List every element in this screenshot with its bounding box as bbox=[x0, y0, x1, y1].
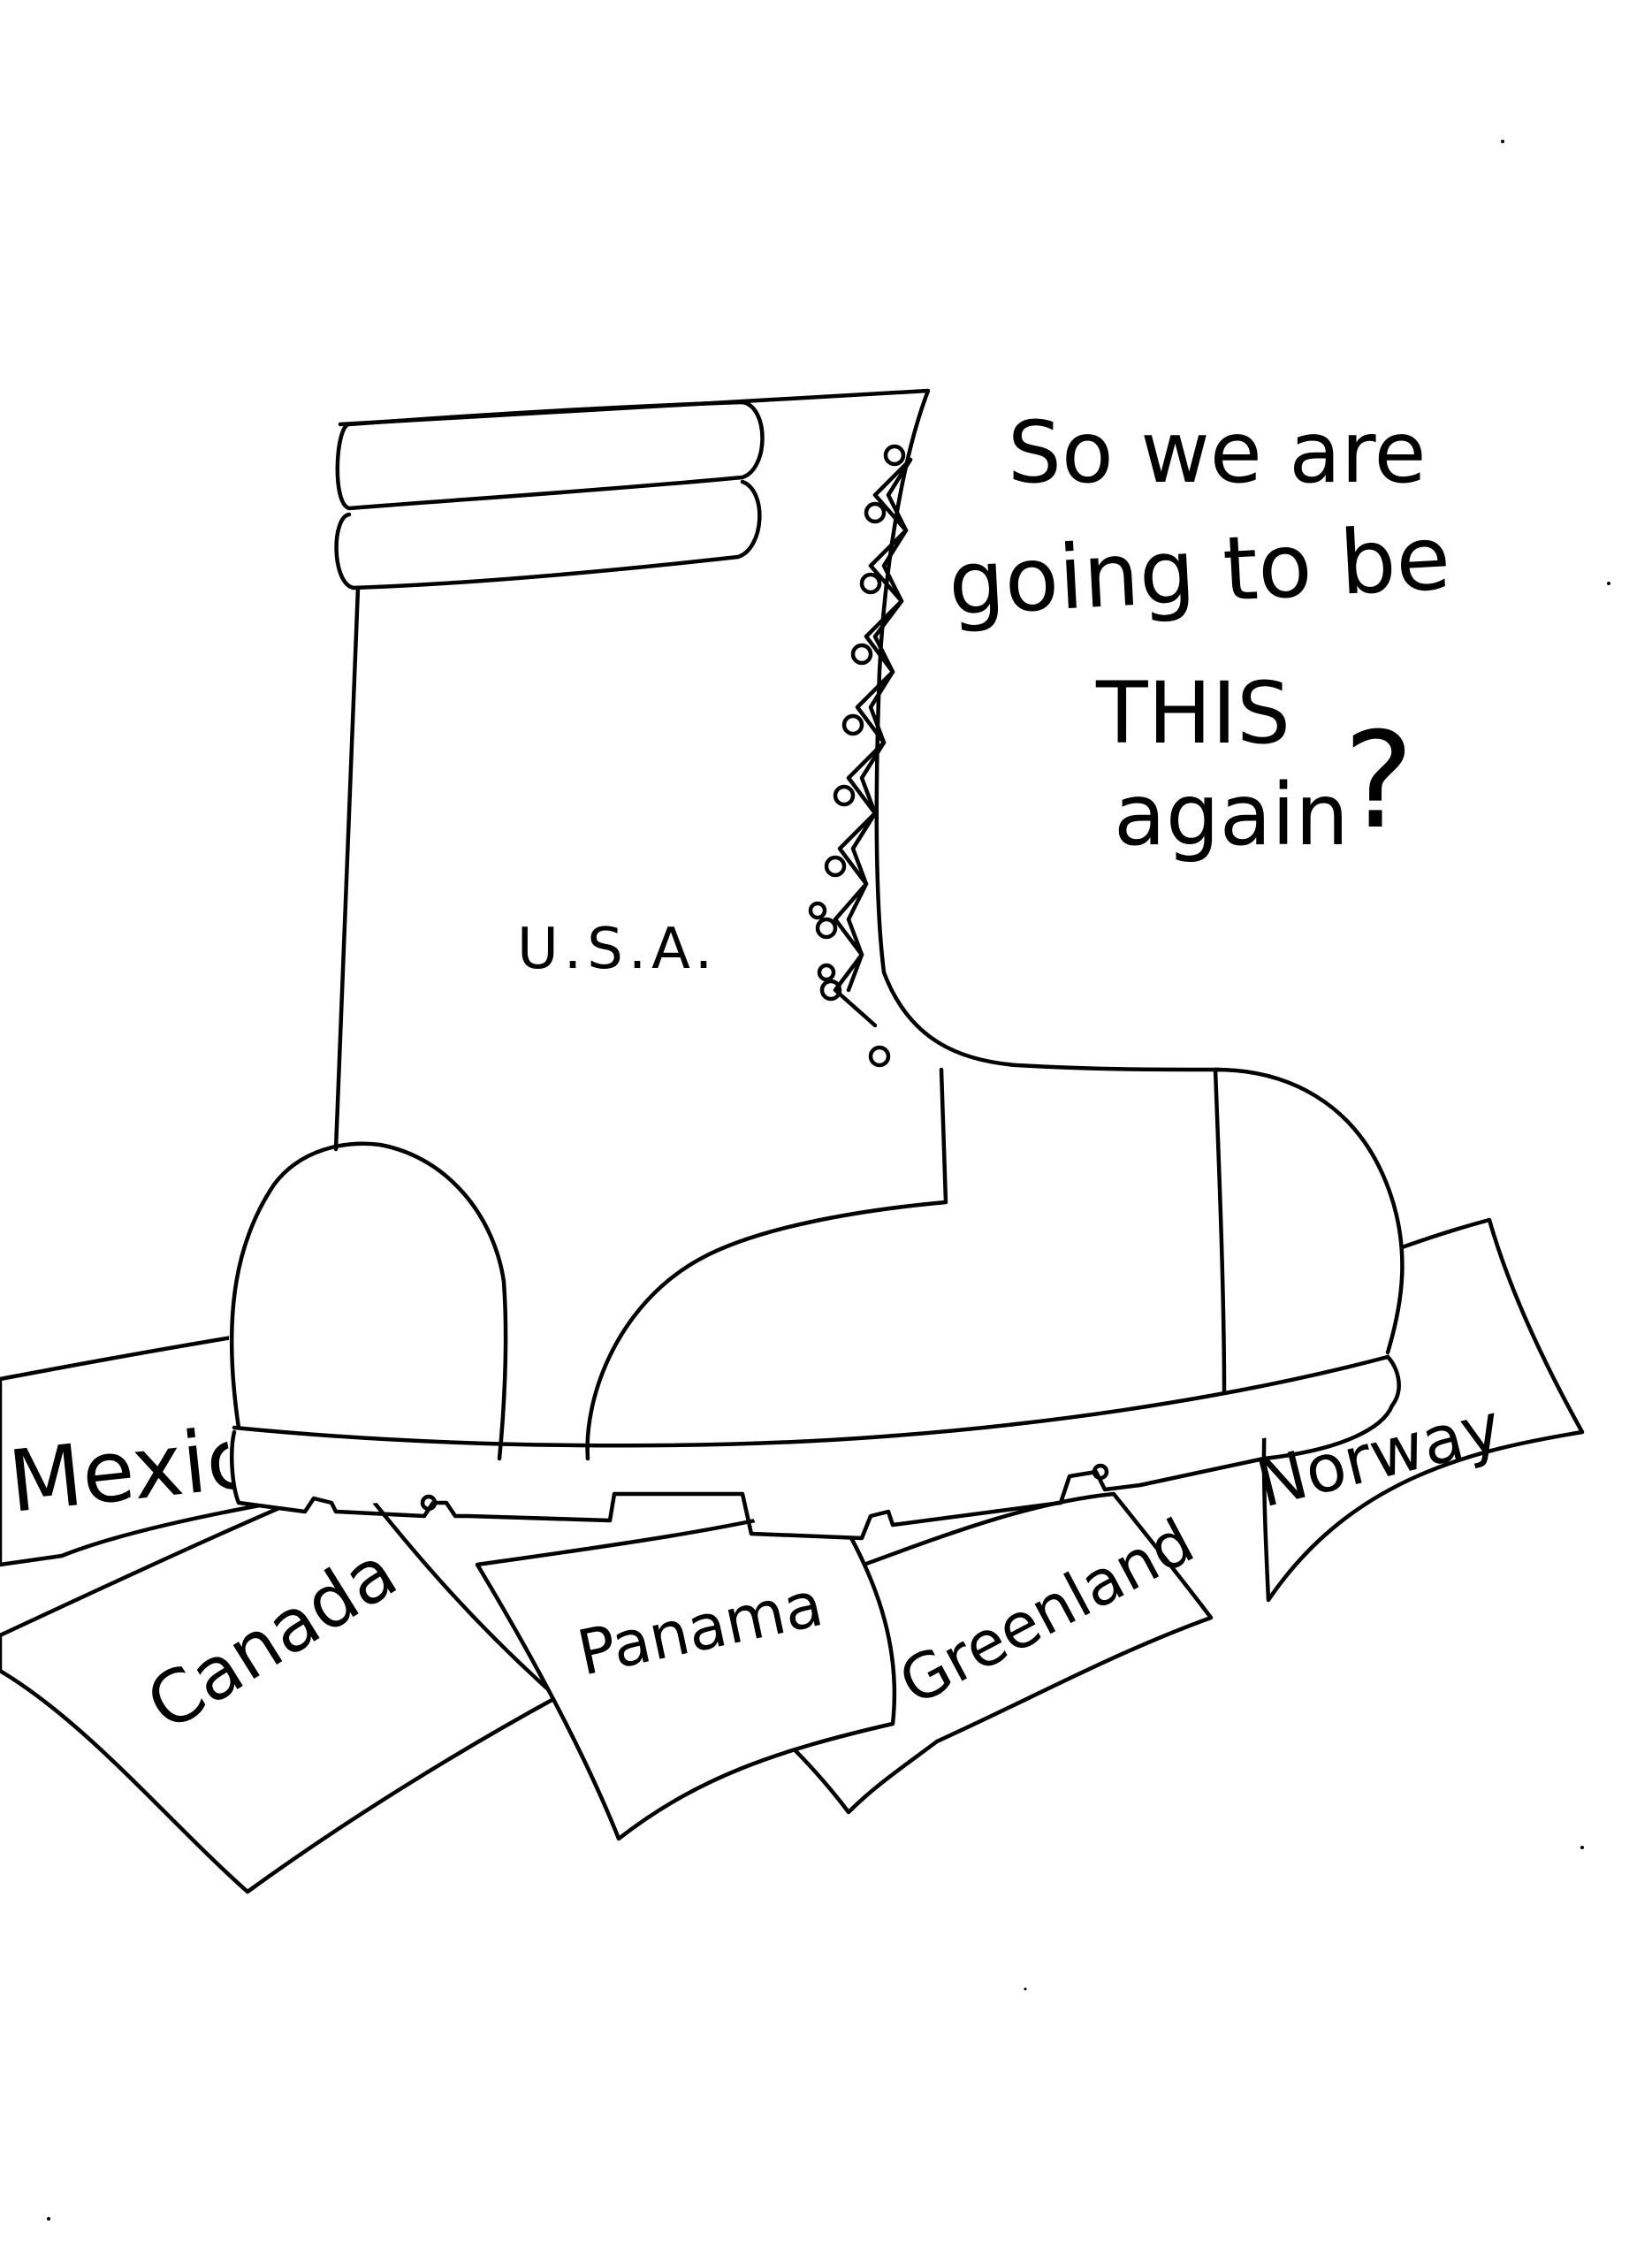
caption-line-3: THIS bbox=[1095, 664, 1290, 763]
caption-question-mark: ? bbox=[1344, 705, 1414, 858]
speech-caption: So we are going to be THIS again ? bbox=[946, 403, 1453, 865]
caption-line-1: So we are bbox=[1008, 403, 1427, 502]
paper-specks bbox=[47, 140, 1610, 2221]
paper-canada: Canada bbox=[0, 1474, 560, 1894]
army-boot: U.S.A. bbox=[225, 385, 1405, 1541]
boot-laces bbox=[808, 444, 913, 1068]
caption-line-2: going to be bbox=[946, 506, 1453, 636]
paper-panama: Panama bbox=[475, 1500, 897, 1841]
boot-label: U.S.A. bbox=[517, 917, 718, 982]
paper-mexico: Mexic bbox=[0, 1332, 277, 1567]
caption-line-4: again bbox=[1114, 766, 1349, 865]
